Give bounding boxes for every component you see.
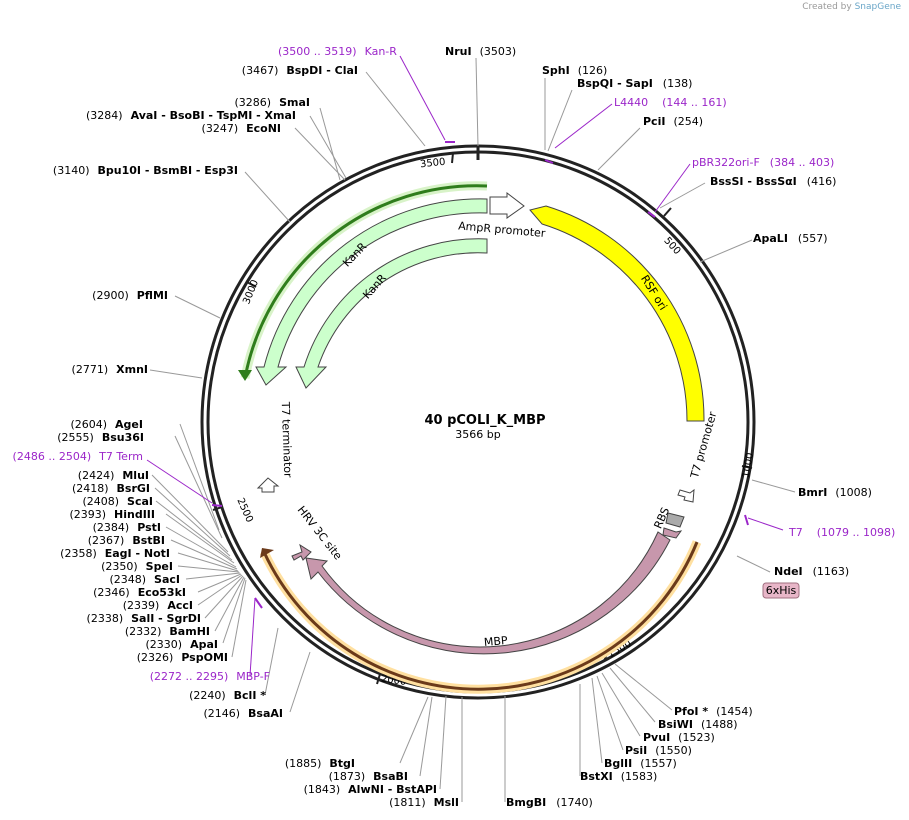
site-bpu10i: (3140)Bpu10I - BsmBI - Esp3I bbox=[53, 164, 238, 177]
primer-t7term: (2486 .. 2504)T7 Term bbox=[13, 450, 143, 463]
site-nrui: NruI(3503) bbox=[445, 45, 516, 58]
primer-mark-pbr322 bbox=[647, 211, 656, 218]
site-pspomi: (2326)PspOMI bbox=[137, 651, 228, 664]
hrv-3c-site bbox=[291, 543, 312, 561]
site-psii: PsiI(1550) bbox=[625, 744, 692, 757]
site-scai: (2408)ScaI bbox=[82, 495, 153, 508]
tick-label-3500: 3500 bbox=[420, 157, 446, 171]
mbp-outer-head bbox=[260, 548, 274, 558]
site-acci: (2339)AccI bbox=[123, 599, 193, 612]
leader-lines bbox=[149, 57, 796, 802]
site-pfoi: PfoI *(1454) bbox=[674, 705, 753, 718]
tick-label-1000: 1000 bbox=[741, 452, 756, 479]
site-apai: (2330)ApaI bbox=[146, 638, 218, 651]
site-econi: (3247)EcoNI bbox=[202, 122, 281, 135]
primer-leader-lines bbox=[146, 55, 784, 677]
site-btgi: (1885)BtgI bbox=[285, 757, 355, 770]
his-tag-label: 6xHis bbox=[766, 584, 797, 597]
primer-t7: T7(1079 .. 1098) bbox=[788, 526, 895, 539]
tick-mark bbox=[663, 207, 672, 217]
site-eagi-noti: (2358)EagI - NotI bbox=[60, 547, 170, 560]
site-bglii: BglII(1557) bbox=[604, 757, 677, 770]
site-psti: (2384)PstI bbox=[93, 521, 161, 534]
site-hindiii: (2393)HindIII bbox=[69, 508, 155, 521]
tick-mark bbox=[451, 152, 454, 164]
plasmid-size: 3566 bp bbox=[455, 428, 500, 441]
site-ndei: NdeI(1163) bbox=[774, 565, 849, 578]
plasmid-name: 40 pCOLI_K_MBP bbox=[424, 413, 545, 428]
primer-l4440: L4440(144 .. 161) bbox=[614, 96, 727, 109]
primer-pbr322ori: pBR322ori-F(384 .. 403) bbox=[692, 156, 834, 169]
credit-prefix: Created by bbox=[802, 2, 852, 12]
site-pvui: PvuI(1523) bbox=[643, 731, 715, 744]
his-tag-box bbox=[762, 582, 800, 599]
site-bsaai: (2146)BsaAI bbox=[203, 707, 283, 720]
kanr-1 bbox=[255, 198, 488, 386]
site-smai: (3286)SmaI bbox=[235, 96, 310, 109]
mbp bbox=[305, 531, 671, 655]
tick-mark bbox=[376, 673, 381, 685]
site-mlui: (2424)MluI bbox=[78, 469, 149, 482]
site-apali: ApaLI(557) bbox=[753, 232, 828, 245]
kanr-2 bbox=[295, 238, 488, 389]
t7-terminator bbox=[256, 477, 280, 493]
tick-mark bbox=[246, 281, 257, 288]
site-msli: (1811)MslI bbox=[389, 796, 459, 809]
site-bsrgi: (2418)BsrGI bbox=[72, 482, 150, 495]
mbp-label: MBP bbox=[483, 634, 508, 649]
primer-mark-t7term bbox=[211, 504, 223, 507]
rbs bbox=[665, 512, 685, 528]
site-agei: (2604)AgeI bbox=[70, 418, 143, 431]
site-bmgbi: BmgBI(1740) bbox=[506, 796, 593, 809]
tick-label-500: 500 bbox=[661, 235, 682, 257]
primer-mark-t7 bbox=[744, 514, 749, 526]
mbp-glow bbox=[259, 540, 702, 694]
primer-mark-l4440 bbox=[544, 159, 554, 164]
mbp-outer-arrow bbox=[262, 541, 699, 691]
site-bstbi: (2367)BstBI bbox=[88, 534, 165, 547]
site-bamhi: (2332)BamHI bbox=[125, 625, 210, 638]
tick-label-2500: 2500 bbox=[234, 497, 254, 525]
site-bcli: (2240)BclI * bbox=[189, 689, 266, 702]
site-sphi: SphI(126) bbox=[542, 64, 607, 77]
site-bsssi: BssSI - BssSαI(416) bbox=[710, 175, 836, 188]
t7-promoter bbox=[677, 488, 695, 503]
tick-label-3000: 3000 bbox=[241, 278, 261, 306]
site-bstxi: BstXI(1583) bbox=[580, 770, 657, 783]
site-bsabi: (1873)BsaBI bbox=[329, 770, 408, 783]
site-saci: (2348)SacI bbox=[109, 573, 180, 586]
ampr-promoter bbox=[489, 191, 525, 219]
site-bsiwi: BsiWI(1488) bbox=[658, 718, 738, 731]
kanr-outer-arrow bbox=[243, 184, 488, 379]
tick-mark bbox=[741, 465, 753, 469]
site-eco53ki: (2346)Eco53kI bbox=[93, 586, 186, 599]
site-bmri: BmrI(1008) bbox=[798, 486, 872, 499]
primer-mbpf: (2272 .. 2295)MBP-F bbox=[150, 670, 270, 683]
primer-kanr: (3500 .. 3519)Kan-R bbox=[278, 45, 397, 58]
t7-terminator-label: T7 terminator bbox=[279, 401, 295, 479]
site-bsu36i: (2555)Bsu36I bbox=[57, 431, 144, 444]
tick-mark bbox=[212, 506, 223, 511]
rsf-ori bbox=[529, 205, 705, 422]
site-xmni: (2771)XmnI bbox=[72, 363, 148, 376]
site-bspdi-clai: (3467)BspDI - ClaI bbox=[242, 64, 358, 77]
kanr-outer-head bbox=[238, 370, 252, 381]
site-alwni: (1843)AlwNI - BstAPI bbox=[304, 783, 437, 796]
primer-mark-mbpf bbox=[254, 597, 263, 609]
snapgene-credit: Created by SnapGene bbox=[802, 2, 901, 12]
site-pcii: PciI(254) bbox=[643, 115, 703, 128]
credit-brand: SnapGene bbox=[854, 2, 901, 12]
ampr-promoter-label: AmpR promoter bbox=[458, 219, 547, 240]
site-pflmi: (2900)PflMI bbox=[92, 289, 168, 302]
his-tag-arrow bbox=[662, 527, 683, 539]
site-avai: (3284)AvaI - BsoBI - TspMI - XmaI bbox=[86, 109, 296, 122]
site-bspqi-sapi: BspQI - SapI(138) bbox=[577, 77, 692, 90]
site-spei: (2350)SpeI bbox=[101, 560, 173, 573]
site-sali: (2338)SalI - SgrDI bbox=[87, 612, 201, 625]
